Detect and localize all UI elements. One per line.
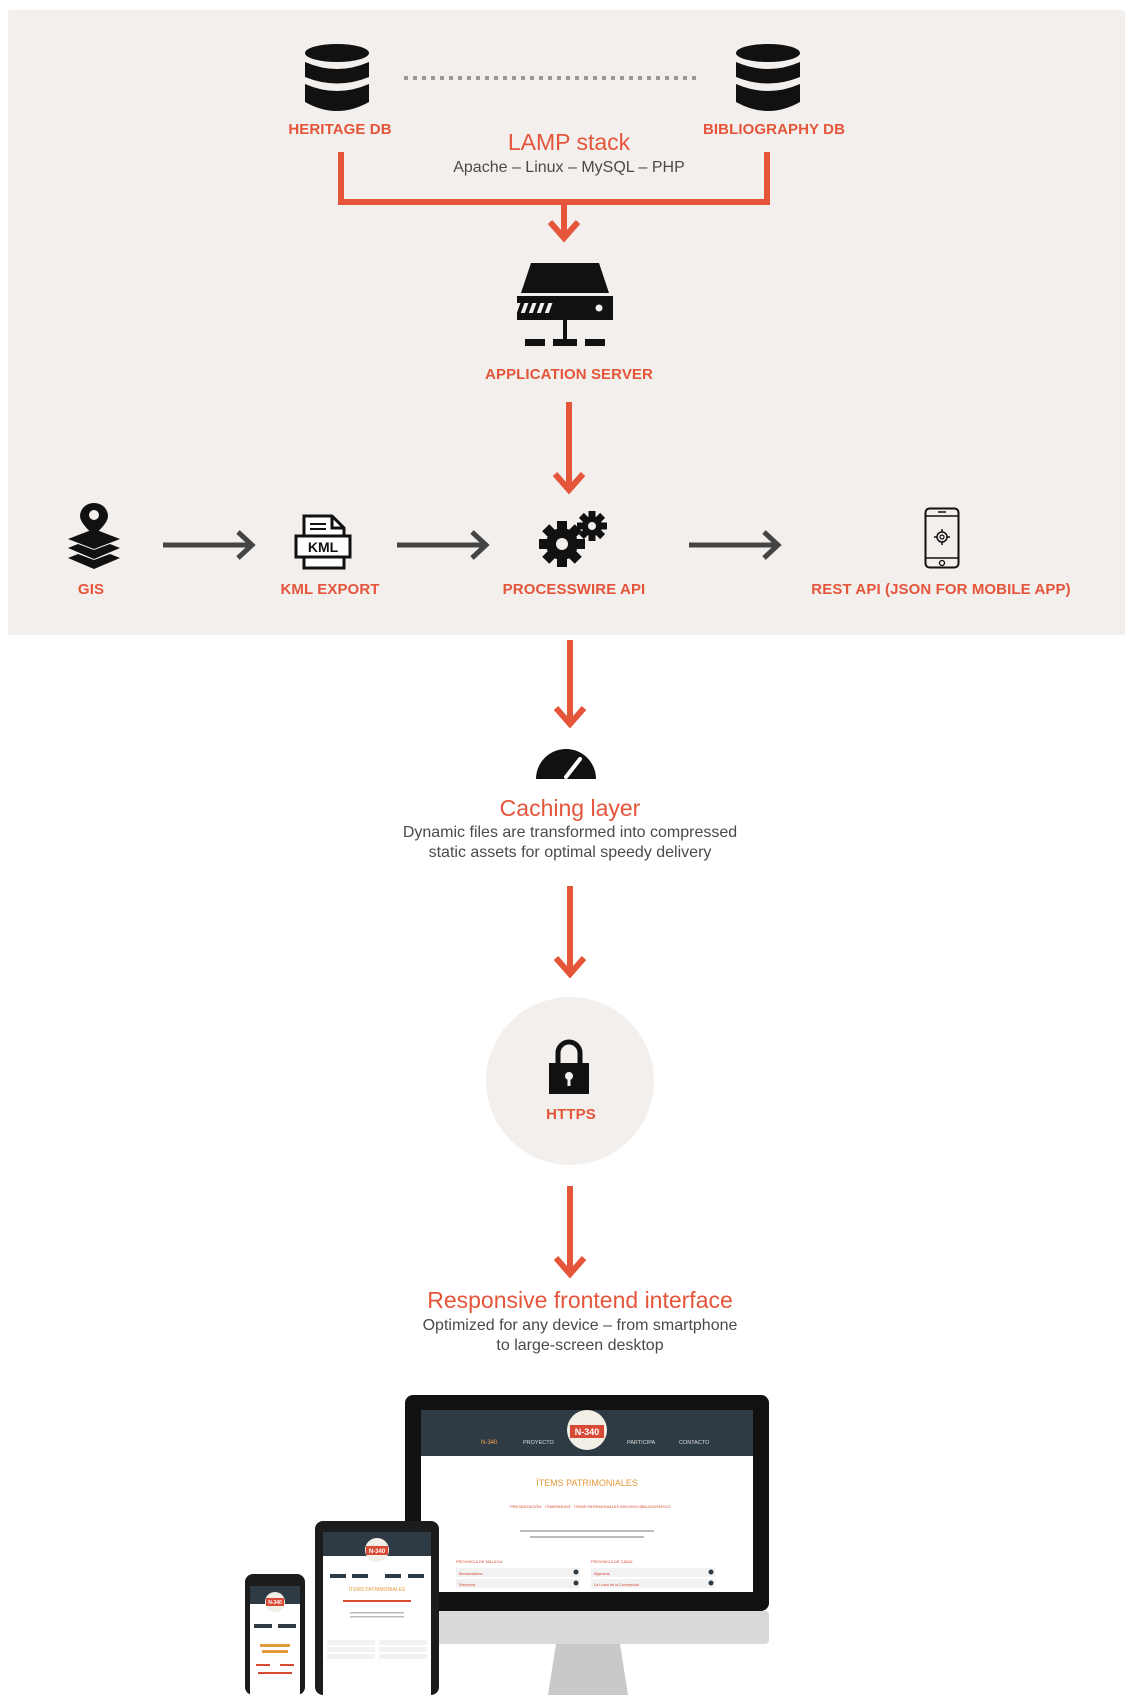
lock-icon xyxy=(549,1039,589,1094)
kml-file-icon: KML xyxy=(294,514,352,570)
https-label: HTTPS xyxy=(546,1106,596,1123)
caching-description-line2: static assets for optimal speedy deliver… xyxy=(428,844,712,861)
https-to-frontend-arrow xyxy=(553,1186,587,1279)
db-link-dotted-line xyxy=(404,76,700,80)
heritage-db-icon xyxy=(305,44,369,111)
lamp-stack-subtitle: Apache – Linux – MySQL – PHP xyxy=(453,159,685,176)
processwire-api-label: PROCESSWIRE API xyxy=(502,581,646,598)
phone-device: N-340 xyxy=(245,1574,305,1695)
server-to-api-arrow xyxy=(552,402,586,495)
rest-api-label: REST API (JSON FOR MOBILE APP) xyxy=(811,581,1071,598)
desktop-monitor: N-340 N-340 PROYECTO PARTICIPA CONTACTO … xyxy=(405,1395,769,1695)
desktop-nav-1: PROYECTO xyxy=(523,1440,554,1446)
heritage-db-label: HERITAGE DB xyxy=(288,121,392,138)
desktop-tab-1: ITINERARIOS xyxy=(545,1504,571,1509)
desktop-row-right-0: Algeciras xyxy=(594,1572,610,1576)
speedometer-icon xyxy=(536,749,596,779)
bibliography-db-label: BIBLIOGRAPHY DB xyxy=(702,121,846,138)
gis-label: GIS xyxy=(77,581,105,598)
tablet-heading: ÍTEMS PATRIMONIALES xyxy=(349,1586,406,1593)
svg-text:KML: KML xyxy=(308,539,339,555)
lamp-stack-title: LAMP stack xyxy=(507,129,631,155)
desktop-col-1: PROVINCIA DE CÁDIZ xyxy=(591,1559,633,1564)
desktop-row-left-1: Estepona xyxy=(459,1583,476,1587)
lamp-bracket-connector xyxy=(338,152,770,243)
desktop-row-right-1: La Línea de la Concepción xyxy=(594,1583,639,1587)
gears-icon xyxy=(539,511,607,567)
desktop-nav-0: N-340 xyxy=(481,1440,498,1446)
desktop-tab-3: ARCHIVO BIBLIOGRÁFICO xyxy=(620,1504,670,1509)
frontend-description-line1: Optimized for any device – from smartpho… xyxy=(422,1317,738,1334)
tablet-badge: N-340 xyxy=(369,1549,386,1555)
desktop-nav-3: CONTACTO xyxy=(679,1440,710,1446)
cache-to-https-arrow xyxy=(553,886,587,979)
desktop-col-0: PROVINCIA DE MÁLAGA xyxy=(456,1559,503,1564)
caching-title: Caching layer xyxy=(499,795,641,821)
desktop-badge: N-340 xyxy=(575,1427,600,1437)
tablet-device: N-340 ÍTEMS PATRIMONIALES xyxy=(315,1521,439,1695)
phone-badge: N-340 xyxy=(268,1600,282,1606)
kml-export-label: KML EXPORT xyxy=(280,581,380,598)
application-server-label: APPLICATION SERVER xyxy=(485,366,653,383)
desktop-nav-2: PARTICIPA xyxy=(627,1440,655,1446)
desktop-row-left-0: Benalmádena xyxy=(459,1572,483,1576)
pipeline-arrows xyxy=(163,530,782,560)
desktop-heading: ÍTEMS PATRIMONIALES xyxy=(536,1478,638,1488)
frontend-description-line2: to large-screen desktop xyxy=(496,1337,664,1354)
map-layers-icon xyxy=(68,503,120,569)
caching-description-line1: Dynamic files are transformed into compr… xyxy=(402,824,738,841)
desktop-tab-0: PRESENTACIÓN xyxy=(510,1504,541,1509)
bibliography-db-icon xyxy=(736,44,800,111)
server-icon xyxy=(512,263,613,346)
frontend-title: Responsive frontend interface xyxy=(427,1287,733,1313)
api-to-cache-arrow xyxy=(553,640,587,729)
smartphone-icon xyxy=(924,507,960,569)
desktop-tab-2: ÍTEMS PATRIMONIALES xyxy=(574,1504,620,1509)
